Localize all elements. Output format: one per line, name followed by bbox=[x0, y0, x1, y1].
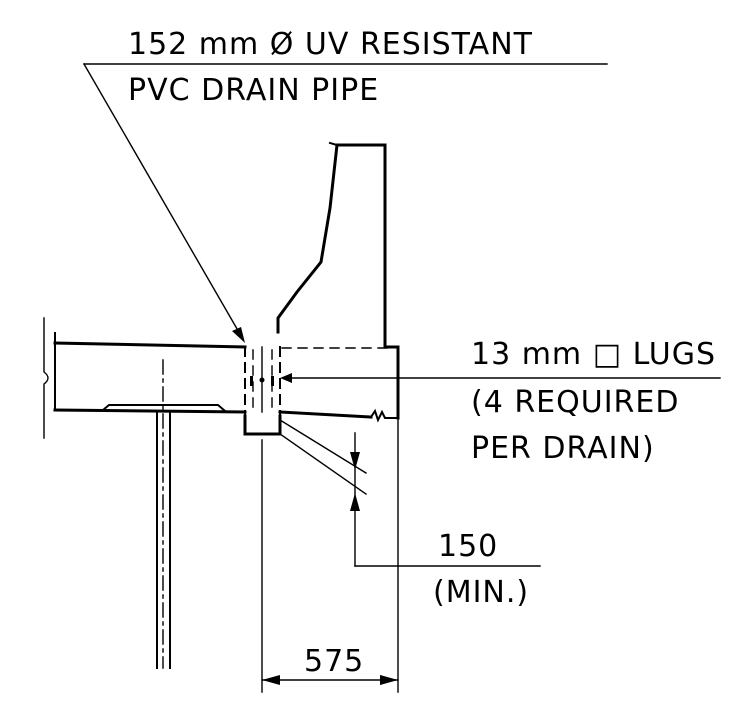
lug-left bbox=[250, 376, 253, 386]
drain-label-line1: 152 mm Ø UV RESISTANT bbox=[128, 27, 533, 62]
dim-575-arrow-right bbox=[380, 675, 398, 685]
deck-bottom-edge bbox=[53, 408, 247, 414]
ext-line-lower bbox=[279, 433, 367, 495]
lugs-callout: 13 mm □ LUGS (4 REQUIRED PER DRAIN) bbox=[280, 337, 721, 466]
dimension-150: 150 (MIN.) bbox=[279, 419, 541, 610]
dimension-575: 575 bbox=[261, 419, 399, 693]
lugs-label-line1: 13 mm □ LUGS bbox=[471, 337, 716, 372]
pipe-projection bbox=[243, 414, 282, 436]
lugs-label-line2: (4 REQUIRED bbox=[471, 385, 679, 420]
dim-575-arrow-left bbox=[262, 675, 280, 685]
lugs-leader-arrow bbox=[280, 373, 292, 383]
barrier-outline bbox=[276, 143, 387, 349]
girder bbox=[101, 359, 227, 669]
break-line bbox=[43, 317, 49, 439]
lug-right bbox=[271, 376, 274, 386]
drip-notch bbox=[369, 408, 399, 423]
drain-label-line2: PVC DRAIN PIPE bbox=[128, 73, 379, 108]
dim-150-arrow-bottom bbox=[350, 493, 360, 511]
deck-top-edge bbox=[53, 341, 247, 349]
lugs-label-line3: PER DRAIN) bbox=[471, 431, 655, 466]
drain-pipe-callout: 152 mm Ø UV RESISTANT PVC DRAIN PIPE bbox=[83, 27, 608, 343]
barrier-profile bbox=[276, 141, 387, 349]
deck-slab bbox=[43, 317, 400, 439]
drain-pipe bbox=[243, 346, 282, 436]
drain-leader-arrow bbox=[232, 327, 245, 343]
dim-150-value: 150 bbox=[438, 529, 498, 564]
girder-top-flange bbox=[101, 404, 227, 413]
dim-575-value: 575 bbox=[304, 644, 364, 679]
dim-150-note: (MIN.) bbox=[433, 575, 529, 610]
ext-line-upper bbox=[279, 419, 367, 474]
dim-150-arrow-top bbox=[350, 452, 360, 470]
drain-leader-line bbox=[83, 63, 241, 335]
